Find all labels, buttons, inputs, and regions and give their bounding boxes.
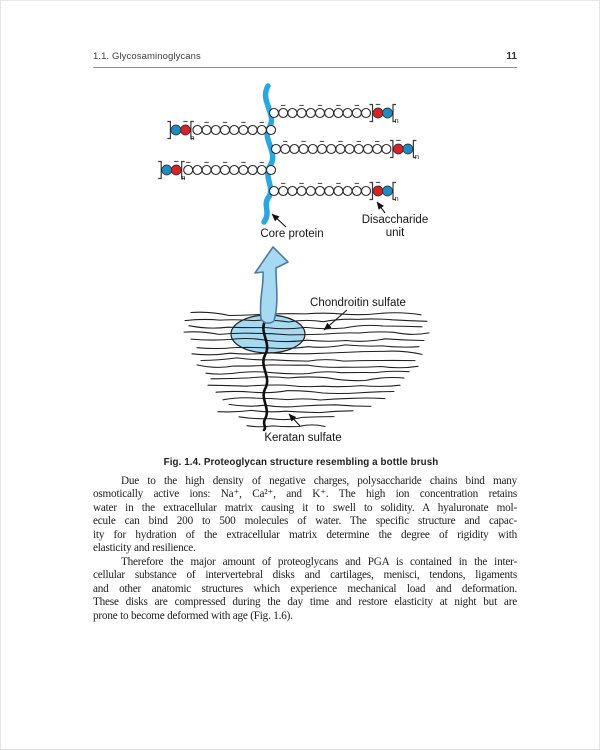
blue-bead <box>382 107 393 119</box>
repeat-subscript: n <box>181 173 185 182</box>
body-text: Due to the high density of negative char… <box>93 475 517 623</box>
red-bead <box>372 107 384 119</box>
bottle-brush <box>183 311 430 432</box>
gag-chain: n <box>270 139 419 161</box>
gag-chain: n <box>268 103 399 125</box>
zoom-arrow <box>254 246 289 324</box>
brush-lines <box>183 311 430 428</box>
red-bead <box>393 143 404 155</box>
text-line: ecule can bind 200 to 500 molecules of w… <box>93 515 517 528</box>
text-line: and other anatomic structures which expe… <box>93 582 517 595</box>
text-line: ity for hydration of the extracellular m… <box>93 528 517 541</box>
repeat-subscript: n <box>395 194 399 203</box>
text-line: These disks are compressed during the da… <box>93 596 517 609</box>
gag-chain: n <box>167 120 277 142</box>
text-line: cellular substance of intervertebral dis… <box>93 569 517 582</box>
blue-bead <box>161 164 173 176</box>
disaccharide-label-line2: unit <box>386 227 405 239</box>
core-protein-line <box>261 83 276 225</box>
keratan-sulfate-label: Keratan sulfate <box>264 432 341 444</box>
text-line: water in the extracellular matrix causin… <box>93 501 517 514</box>
figure-caption: Fig. 1.4. Proteoglycan structure resembl… <box>163 457 439 468</box>
core-protein-label: Core protein <box>260 228 323 240</box>
red-bead <box>372 185 384 197</box>
repeat-subscript: n <box>395 116 399 125</box>
text-line: elasticity and resilience. <box>93 542 196 555</box>
blue-bead <box>170 124 182 136</box>
section-heading: 1.1. Glycosaminoglycans <box>93 51 201 62</box>
repeat-subscript: n <box>190 133 194 142</box>
repeat-subscript: n <box>415 152 419 161</box>
red-bead <box>170 164 182 176</box>
text-line: osmotically active ions: Na⁺, Ca²⁺, and … <box>93 488 517 501</box>
text-line: Therefore the major amount of proteoglyc… <box>121 555 517 568</box>
blue-bead <box>382 185 393 197</box>
chondroitin-pointer <box>323 309 348 331</box>
chondroitin-sulfate-label: Chondroitin sulfate <box>310 297 406 309</box>
brush-spine <box>262 319 269 432</box>
gag-chain: n <box>158 160 277 182</box>
red-bead <box>180 124 191 136</box>
disaccharide-label-line1: Disaccharide <box>362 214 428 226</box>
disaccharide-pointer <box>376 201 386 214</box>
page-number: 11 <box>506 51 517 62</box>
blue-bead <box>402 143 414 155</box>
keratan-pointer <box>288 413 301 427</box>
gag-chain: n <box>268 181 399 203</box>
text-line: Due to the high density of negative char… <box>121 475 517 487</box>
core-protein-pointer <box>271 213 287 228</box>
proteoglycan-diagram: n n n n n Core protein Disaccharide unit Cho… <box>158 83 430 444</box>
page-header: 1.1. Glycosaminoglycans 11 <box>93 51 517 68</box>
disaccharide-chains: n n n n n <box>158 103 419 203</box>
text-line: prone to become deformed with age (Fig. … <box>93 609 293 622</box>
